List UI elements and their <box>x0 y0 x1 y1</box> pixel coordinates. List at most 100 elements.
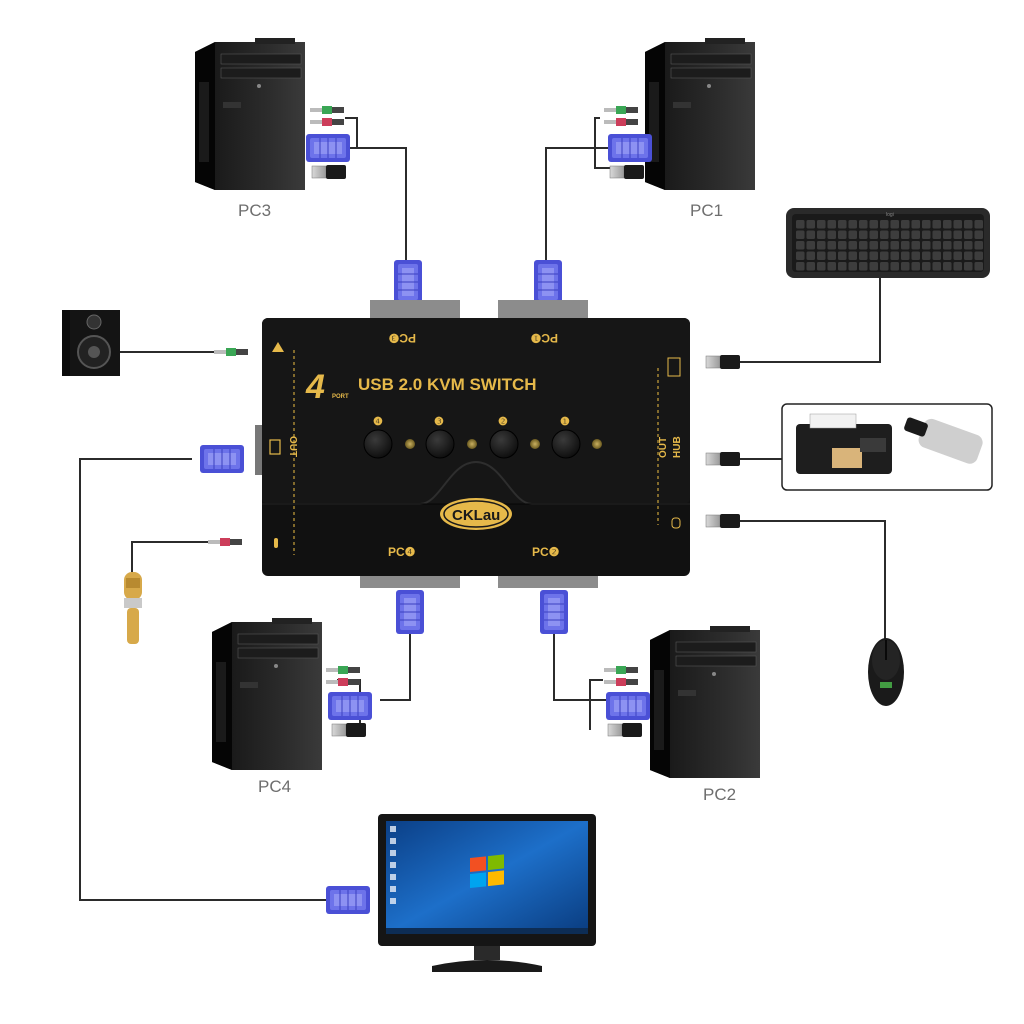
pc2-led <box>530 439 540 449</box>
speaker-jack <box>214 348 248 356</box>
pc3-led <box>467 439 477 449</box>
keyboard-key <box>943 220 952 229</box>
keyboard-key <box>880 262 889 271</box>
keyboard-key <box>806 262 815 271</box>
button-3-number: ❸ <box>434 416 444 428</box>
keyboard-key <box>943 230 952 239</box>
printer-usb-plug <box>705 451 741 467</box>
button-4-number: ❹ <box>373 416 383 428</box>
port-label-pc4: PC❹ <box>388 545 416 559</box>
keyboard-key <box>796 230 805 239</box>
side-label-out-left: OUT <box>287 436 298 457</box>
keyboard-key <box>932 220 941 229</box>
port-label-pc3: PC❸ <box>388 331 416 345</box>
keyboard-key <box>922 262 931 271</box>
pc4: PC4 <box>211 617 373 796</box>
keyboard-key <box>880 220 889 229</box>
keyboard-key <box>817 220 826 229</box>
keyboard-key <box>890 251 899 260</box>
keyboard-brand: logi <box>886 212 894 218</box>
port-word: PORT <box>332 394 349 400</box>
keyboard-key <box>806 230 815 239</box>
keyboard-key <box>848 230 857 239</box>
keyboard-key <box>922 220 931 229</box>
keyboard-key <box>974 262 983 271</box>
device-title: USB 2.0 KVM SWITCH <box>358 375 537 394</box>
keyboard-key <box>859 241 868 250</box>
keyboard: logi <box>786 208 990 278</box>
keyboard-key <box>880 241 889 250</box>
speaker-port-icon <box>272 342 284 352</box>
keyboard-key <box>964 251 973 260</box>
pc1: PC1 <box>604 37 756 220</box>
pc3-select-button[interactable] <box>425 429 455 459</box>
keyboard-key <box>817 230 826 239</box>
side-label-hub: HUB <box>672 436 683 458</box>
keyboard-key <box>880 230 889 239</box>
keyboard-key <box>974 220 983 229</box>
keyboard-key <box>953 241 962 250</box>
mouse <box>868 638 904 706</box>
pc1-led <box>592 439 602 449</box>
pc3-label: PC3 <box>238 201 271 220</box>
keyboard-key <box>901 262 910 271</box>
keyboard-key <box>827 220 836 229</box>
mic-port-icon <box>274 538 278 548</box>
keyboard-usb-plug <box>705 354 741 370</box>
monitor-vga-input <box>325 885 371 915</box>
vga-plug-pc2 <box>539 589 569 635</box>
vga-plug-pc1 <box>533 259 563 305</box>
keyboard-key <box>922 230 931 239</box>
keyboard-key <box>848 220 857 229</box>
monitor-port-icon <box>269 439 281 455</box>
keyboard-key <box>796 262 805 271</box>
port-count: 4 <box>305 368 325 406</box>
keyboard-key <box>974 230 983 239</box>
keyboard-key <box>848 262 857 271</box>
kvm-switch: PC❸ PC❶ 4 PORT USB 2.0 KVM SWITCH ❹ ❸ ❷ … <box>255 300 690 588</box>
pc1-select-button[interactable] <box>551 429 581 459</box>
keyboard-key <box>806 251 815 260</box>
keyboard-key <box>869 251 878 260</box>
keyboard-key <box>953 262 962 271</box>
keyboard-key <box>911 220 920 229</box>
pc2-label: PC2 <box>703 785 736 804</box>
pc2-select-button[interactable] <box>489 429 519 459</box>
keyboard-key <box>869 230 878 239</box>
keyboard-key <box>901 220 910 229</box>
keyboard-key <box>796 251 805 260</box>
microphone <box>124 572 142 644</box>
pc4-led <box>405 439 415 449</box>
keyboard-key <box>974 251 983 260</box>
keyboard-key <box>953 220 962 229</box>
keyboard-key <box>911 262 920 271</box>
keyboard-key <box>943 241 952 250</box>
keyboard-key <box>890 241 899 250</box>
keyboard-key <box>817 262 826 271</box>
keyboard-key <box>806 241 815 250</box>
keyboard-key <box>869 220 878 229</box>
keyboard-key <box>838 262 847 271</box>
mic-jack <box>208 538 242 546</box>
keyboard-key <box>953 230 962 239</box>
port-label-pc2: PC❷ <box>532 545 560 559</box>
keyboard-key <box>838 220 847 229</box>
keyboard-key <box>848 241 857 250</box>
keyboard-key <box>890 262 899 271</box>
hub-devices <box>781 403 993 491</box>
keyboard-key <box>964 220 973 229</box>
vga-plug-pc3 <box>393 259 423 305</box>
vga-plug-pc4 <box>395 589 425 635</box>
keyboard-key <box>911 241 920 250</box>
speaker <box>62 310 120 376</box>
pc1-label: PC1 <box>690 201 723 220</box>
keyboard-key <box>932 241 941 250</box>
mouse-port-icon <box>671 517 681 529</box>
pc2: PC2 <box>604 625 761 804</box>
keyboard-key <box>901 251 910 260</box>
keyboard-key <box>796 241 805 250</box>
monitor <box>378 814 596 972</box>
pc4-select-button[interactable] <box>363 429 393 459</box>
side-label-out-right: OUT <box>658 437 669 458</box>
